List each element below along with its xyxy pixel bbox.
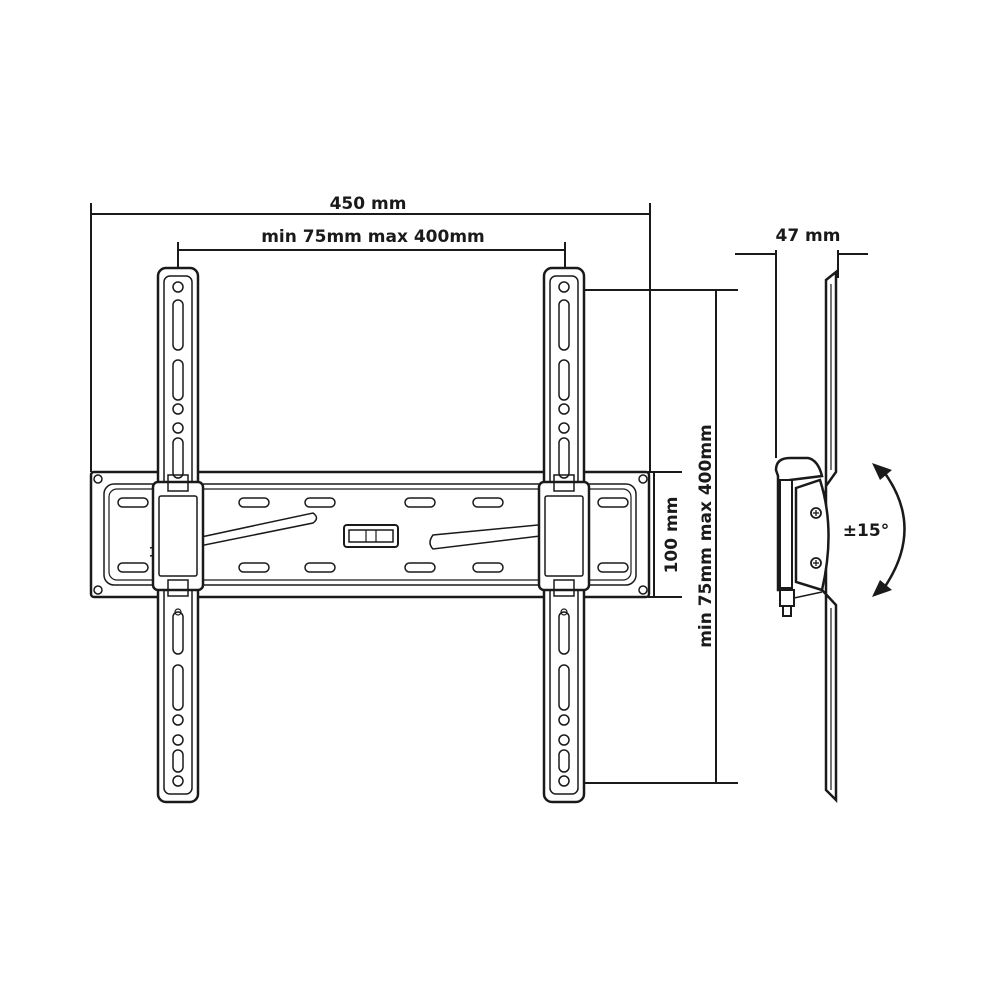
depth-label: 47 mm [775, 226, 840, 246]
tilt-arrow-icon [872, 463, 906, 597]
right-vertical-arm [537, 266, 591, 804]
bubble-level [343, 524, 399, 548]
wall-plate [89, 470, 651, 599]
left-vertical-arm [151, 266, 205, 804]
wall-plate-slots [117, 497, 629, 573]
dimension-overall-width: 450 mm [90, 194, 651, 472]
tilt-label: ±15° [843, 521, 889, 541]
safety-cables [149, 512, 591, 557]
left-hook-bracket [151, 474, 205, 616]
dimension-wall-plate-height: 100 mm [648, 471, 682, 598]
side-view-mount [774, 269, 838, 804]
corner-screws [93, 474, 648, 595]
dimension-vesa-horizontal: min 75mm max 400mm [177, 227, 566, 290]
side-view-tilt-plate [794, 478, 830, 592]
vesa-vertical-label: min 75mm max 400mm [696, 424, 716, 648]
wall-plate-height-label: 100 mm [662, 497, 682, 574]
overall-width-label: 450 mm [330, 194, 407, 214]
dimension-vesa-vertical: min 75mm max 400mm [572, 289, 738, 784]
vesa-horizontal-label: min 75mm max 400mm [261, 227, 485, 247]
right-hook-bracket [537, 474, 591, 616]
dimension-depth: 47 mm [735, 226, 868, 458]
